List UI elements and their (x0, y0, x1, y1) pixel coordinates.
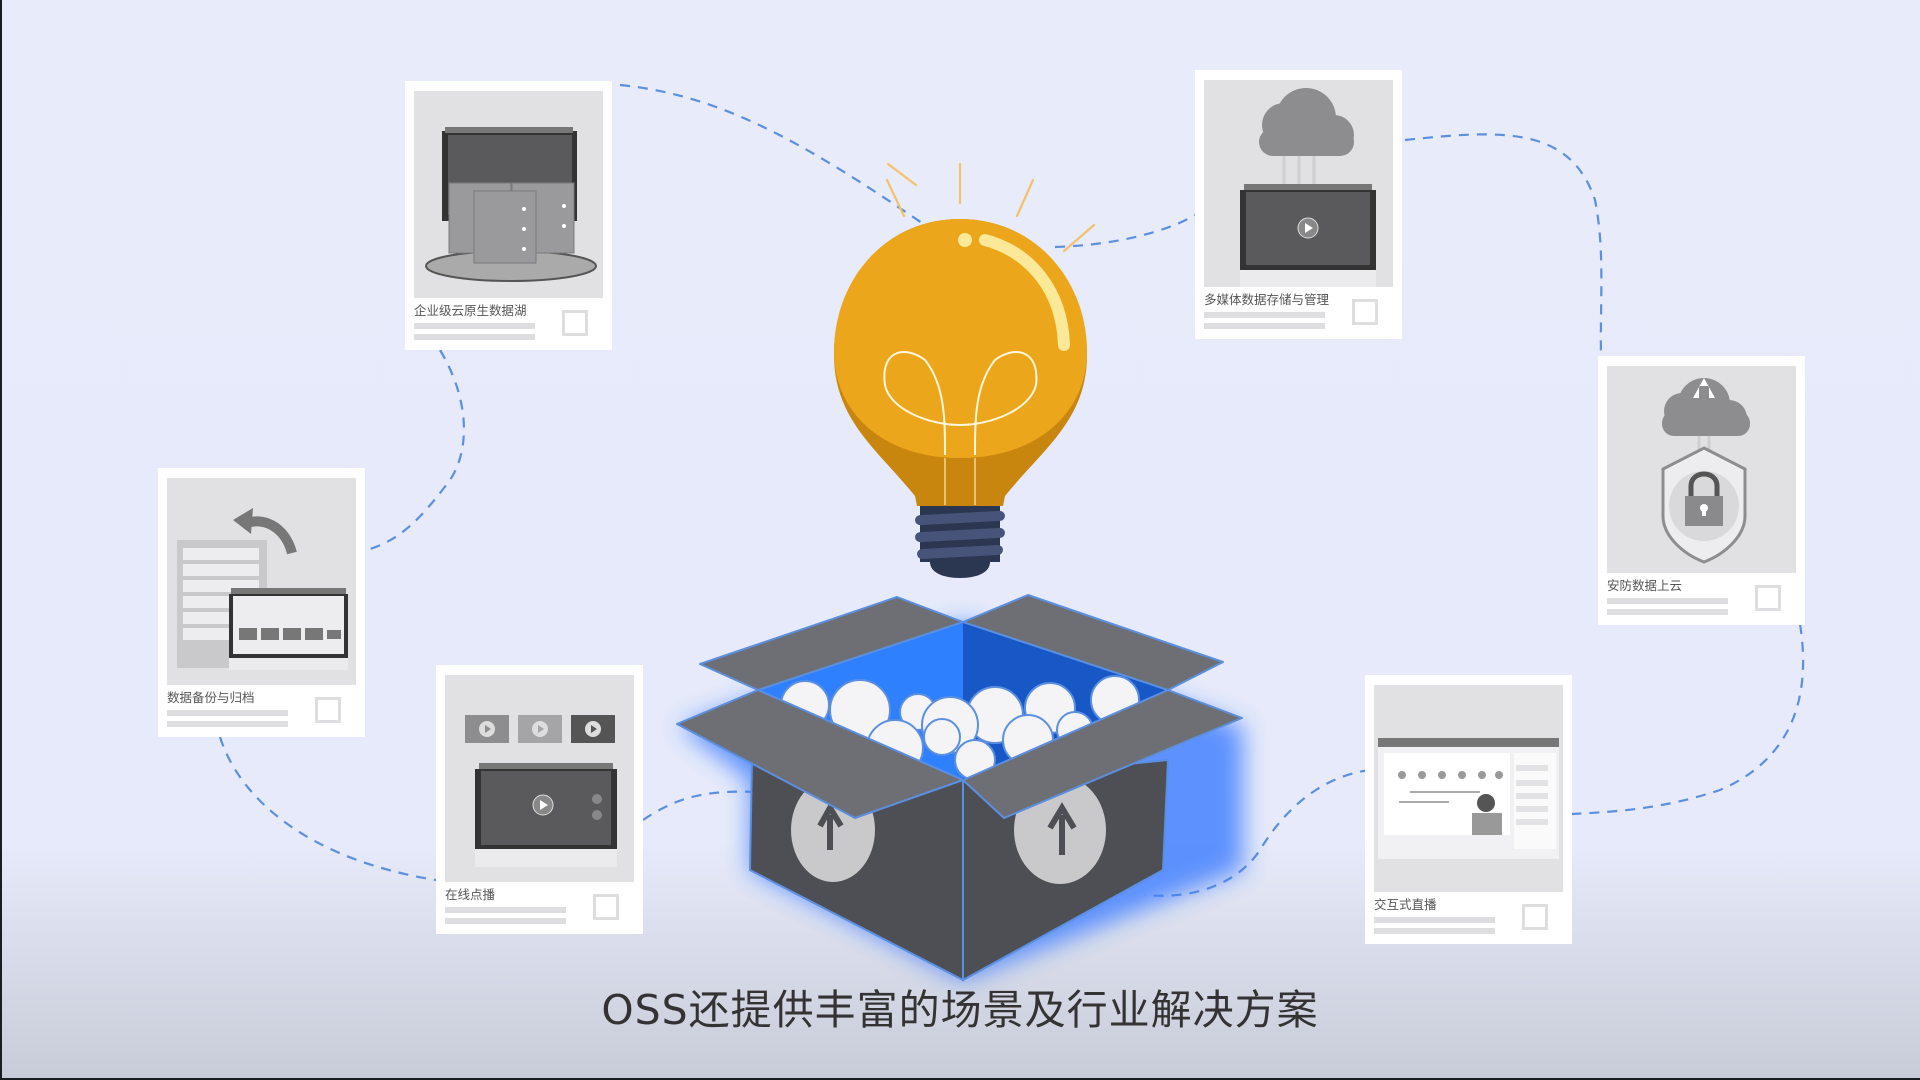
placeholder-line (1204, 323, 1325, 329)
card-checkbox[interactable] (1522, 904, 1548, 930)
video-on-demand-icon (445, 675, 634, 882)
card-checkbox[interactable] (1755, 585, 1781, 611)
slide-caption: OSS还提供丰富的场景及行业解决方案 (601, 986, 1319, 1034)
placeholder-line (1204, 312, 1325, 318)
card-data-lake[interactable]: 企业级云原生数据湖 (405, 81, 612, 350)
placeholder-line (414, 334, 535, 340)
server-backup-icon (167, 478, 356, 685)
cloud-monitor-video-icon (1204, 80, 1393, 287)
placeholder-line (167, 721, 288, 727)
placeholder-line (1607, 598, 1728, 604)
card-checkbox[interactable] (1352, 299, 1378, 325)
card-interactive-live[interactable]: 交互式直播 (1365, 675, 1572, 944)
placeholder-line (1607, 609, 1728, 615)
cloud-shield-lock-icon (1607, 366, 1796, 573)
database-stack-icon (414, 91, 603, 298)
card-vod[interactable]: 在线点播 (436, 665, 643, 934)
card-backup-archive[interactable]: 数据备份与归档 (158, 468, 365, 737)
card-label: 在线点播 (445, 887, 496, 902)
placeholder-line (1374, 928, 1495, 934)
placeholder-line (167, 710, 288, 716)
card-label: 安防数据上云 (1607, 578, 1683, 593)
card-checkbox[interactable] (593, 894, 619, 920)
card-label: 数据备份与归档 (167, 690, 255, 705)
card-checkbox[interactable] (562, 310, 588, 336)
card-label: 交互式直播 (1374, 897, 1437, 912)
card-security-cloud[interactable]: 安防数据上云 (1598, 356, 1805, 625)
placeholder-line (1374, 917, 1495, 923)
card-checkbox[interactable] (315, 697, 341, 723)
card-label: 多媒体数据存储与管理 (1204, 292, 1330, 307)
card-media-storage[interactable]: 多媒体数据存储与管理 (1195, 70, 1402, 339)
live-stream-classroom-icon (1374, 685, 1563, 892)
card-label: 企业级云原生数据湖 (414, 303, 527, 318)
placeholder-line (445, 918, 566, 924)
placeholder-line (445, 907, 566, 913)
placeholder-line (414, 323, 535, 329)
